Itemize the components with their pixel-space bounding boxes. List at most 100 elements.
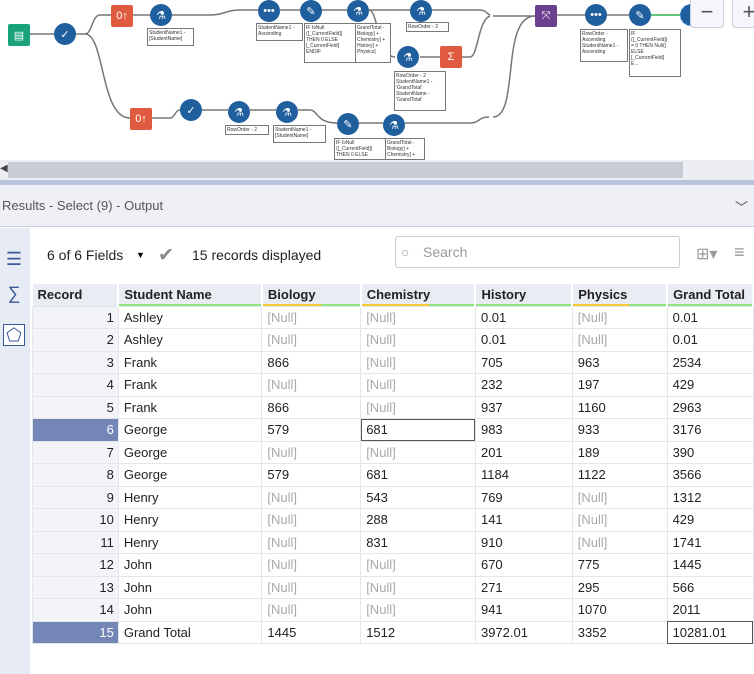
table-cell[interactable]: 3566 <box>666 463 754 487</box>
canvas-horizontal-scrollbar[interactable]: ◀ <box>0 160 754 180</box>
search-input[interactable]: ○ Search <box>395 236 680 268</box>
workflow-canvas[interactable]: ▤ ✓ 0↑ ⚗ ••• ✎ ⚗ ⚗ ⚗ Σ ⤧ ••• ✎ 0↑ ✓ ⚗ ⚗ … <box>0 0 754 160</box>
table-cell[interactable]: [Null] <box>261 598 362 622</box>
table-view-icon[interactable]: ☰ <box>5 248 23 269</box>
table-cell[interactable]: John <box>117 575 263 599</box>
table-cell[interactable]: 0.01 <box>474 305 573 329</box>
table-cell[interactable]: [Null] <box>261 440 362 464</box>
record-number[interactable]: 9 <box>32 485 119 509</box>
table-cell[interactable]: 0.01 <box>666 305 754 329</box>
input-data-tool-icon[interactable]: ▤ <box>8 24 30 46</box>
column-header[interactable]: Biology <box>261 284 362 306</box>
summary-sigma-icon[interactable]: ∑ <box>7 282 21 303</box>
table-cell[interactable]: [Null] <box>360 598 476 622</box>
table-cell[interactable]: [Null] <box>571 530 668 554</box>
table-cell[interactable]: 0.01 <box>474 328 573 352</box>
table-cell[interactable]: 232 <box>474 373 573 397</box>
table-cell[interactable]: [Null] <box>261 530 362 554</box>
zoom-out-button[interactable]: − <box>690 0 724 28</box>
table-cell[interactable]: 937 <box>474 395 573 419</box>
sort-tool-icon[interactable]: ••• <box>258 0 280 22</box>
record-number[interactable]: 15 <box>32 620 119 644</box>
table-cell[interactable]: 429 <box>666 373 754 397</box>
formula-tool-icon[interactable]: ⚗ <box>410 0 432 22</box>
table-cell[interactable]: 831 <box>360 530 476 554</box>
multi-field-formula-tool-icon[interactable]: ✎ <box>337 113 359 135</box>
tag-metadata-icon[interactable]: ⬠ <box>3 324 25 346</box>
table-cell[interactable]: 3176 <box>666 418 754 442</box>
record-number[interactable]: 4 <box>32 373 119 397</box>
table-cell[interactable]: 681 <box>360 418 476 442</box>
table-cell[interactable]: [Null] <box>360 305 476 329</box>
record-number[interactable]: 8 <box>32 463 119 487</box>
table-cell[interactable]: Frank <box>117 373 263 397</box>
zoom-in-button[interactable]: + <box>732 0 754 28</box>
table-cell[interactable]: [Null] <box>261 575 362 599</box>
record-number[interactable]: 14 <box>32 598 119 622</box>
table-cell[interactable]: 295 <box>571 575 668 599</box>
table-cell[interactable]: 288 <box>360 508 476 532</box>
table-cell[interactable]: 2534 <box>666 350 754 374</box>
table-cell[interactable]: [Null] <box>261 508 362 532</box>
table-cell[interactable]: 201 <box>474 440 573 464</box>
table-cell[interactable]: 579 <box>261 463 362 487</box>
table-cell[interactable]: 1160 <box>571 395 668 419</box>
table-cell[interactable]: [Null] <box>360 395 476 419</box>
record-number[interactable]: 11 <box>32 530 119 554</box>
table-cell[interactable]: 983 <box>474 418 573 442</box>
table-cell[interactable]: 963 <box>571 350 668 374</box>
formula-tool-icon[interactable]: ⚗ <box>397 46 419 68</box>
fields-selector[interactable]: 6 of 6 Fields <box>47 247 124 263</box>
add-cell-icon[interactable]: ⊞▾ <box>696 246 718 263</box>
table-cell[interactable]: 670 <box>474 553 573 577</box>
table-cell[interactable]: [Null] <box>571 485 668 509</box>
table-cell[interactable]: 866 <box>261 395 362 419</box>
table-cell[interactable]: John <box>117 553 263 577</box>
table-cell[interactable]: George <box>117 463 263 487</box>
table-cell[interactable]: [Null] <box>571 508 668 532</box>
table-cell[interactable]: [Null] <box>261 485 362 509</box>
table-cell[interactable]: [Null] <box>571 305 668 329</box>
table-cell[interactable]: 10281.01 <box>666 620 754 644</box>
table-cell[interactable]: 271 <box>474 575 573 599</box>
column-header[interactable]: Record <box>32 284 120 306</box>
table-cell[interactable]: 543 <box>360 485 476 509</box>
table-cell[interactable]: 910 <box>474 530 573 554</box>
record-number[interactable]: 6 <box>32 418 119 442</box>
table-cell[interactable]: 1184 <box>474 463 573 487</box>
table-cell[interactable]: Ashley <box>117 328 263 352</box>
record-number[interactable]: 10 <box>32 508 119 532</box>
table-cell[interactable]: [Null] <box>360 373 476 397</box>
table-cell[interactable]: Henry <box>117 508 263 532</box>
select-tool-icon[interactable]: ✓ <box>54 23 76 45</box>
multi-field-formula-tool-icon[interactable]: ✎ <box>629 4 651 26</box>
table-cell[interactable]: 941 <box>474 598 573 622</box>
table-cell[interactable]: [Null] <box>261 328 362 352</box>
table-cell[interactable]: 1512 <box>360 620 476 644</box>
table-cell[interactable]: 189 <box>571 440 668 464</box>
table-cell[interactable]: John <box>117 598 263 622</box>
table-cell[interactable]: [Null] <box>360 440 476 464</box>
table-cell[interactable]: Grand Total <box>117 620 263 644</box>
table-cell[interactable]: 1070 <box>571 598 668 622</box>
table-cell[interactable]: Frank <box>117 350 263 374</box>
table-cell[interactable]: 141 <box>474 508 573 532</box>
table-cell[interactable]: 705 <box>474 350 573 374</box>
column-header[interactable]: Chemistry <box>360 284 477 306</box>
table-cell[interactable]: [Null] <box>571 328 668 352</box>
table-cell[interactable]: Frank <box>117 395 263 419</box>
record-number[interactable]: 3 <box>32 350 119 374</box>
record-id-tool-icon[interactable]: 0↑ <box>111 5 133 27</box>
column-header[interactable]: Physics <box>572 284 669 306</box>
record-number[interactable]: 12 <box>32 553 119 577</box>
